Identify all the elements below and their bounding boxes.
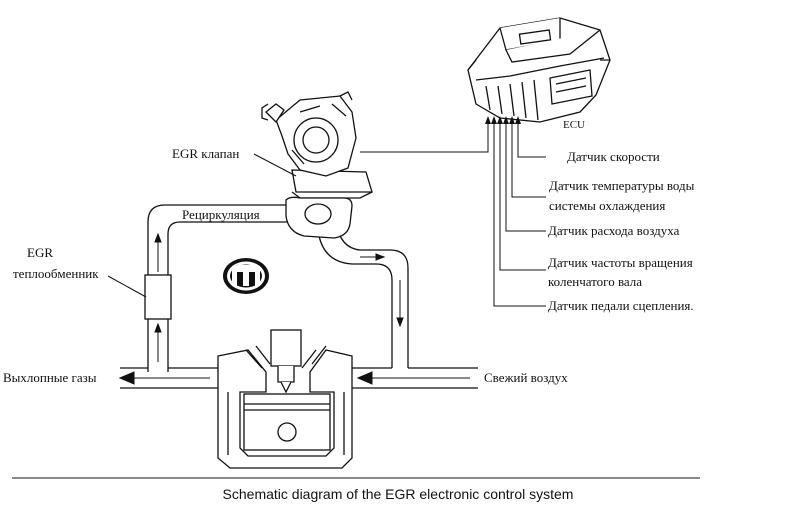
engine-cylinder [217,329,353,469]
exhaust-gases-label: Выхлопные газы [3,370,97,385]
egr-cooler [144,274,172,320]
egr-cooler-label: EGR теплообменник [13,245,99,281]
ecu-input-arrowheads [485,116,521,124]
ecu-input-lines [360,121,546,307]
brand-logo [223,258,269,294]
fresh-air-label: Свежий воздух [484,370,568,385]
ecu-label: ECU [563,119,585,131]
egr-valve [261,91,373,239]
egr-valve-label: EGR клапан [172,146,239,161]
sensor-coolant-temp-label: Датчик температуры воды системы охлажден… [549,178,698,213]
manifold [120,367,478,389]
ecu-unit [467,17,611,123]
manifold-arrows [118,371,470,385]
sensor-clutch-pedal-label: Датчик педали сцепления. [548,298,694,313]
sensor-airflow-label: Датчик расхода воздуха [548,223,680,238]
sensor-speed-label: Датчик скорости [567,149,660,164]
figure-caption: Schematic diagram of the EGR electronic … [223,486,574,502]
flow-arrows [154,232,404,362]
egr-valve-leader [253,153,297,177]
sensor-crankshaft-label: Датчик частоты вращения коленчатого вала [548,255,696,289]
egr-cooler-leader [107,275,147,298]
recirculation-label: Рециркуляция [182,207,260,222]
